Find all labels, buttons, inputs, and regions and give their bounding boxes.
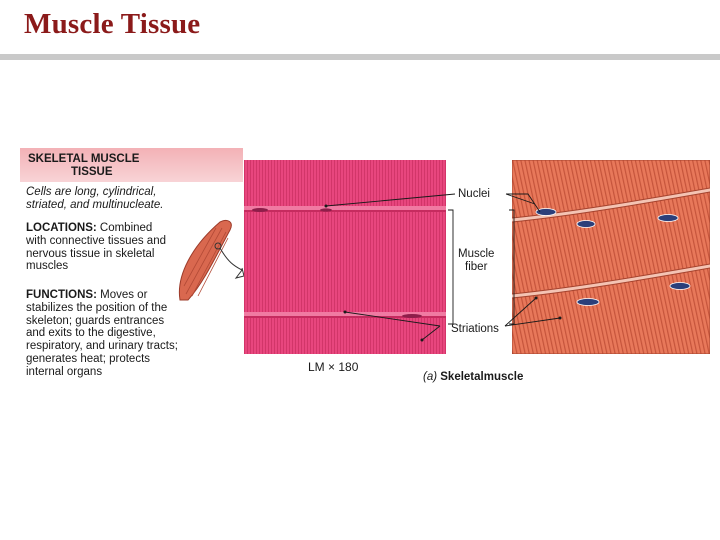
locations-label: LOCATIONS: — [26, 222, 97, 234]
panel-header-text: SKELETAL MUSCLE TISSUE — [28, 153, 139, 179]
skeletal-muscle-figure: SKELETAL MUSCLE TISSUE Cells are long, c… — [20, 148, 710, 410]
label-striations: Striations — [451, 323, 499, 335]
header-line-1: SKELETAL MUSCLE — [28, 153, 140, 165]
functions-text: FUNCTIONS: Moves or stabilizes the posit… — [26, 289, 181, 379]
whole-muscle-illustration — [178, 219, 244, 301]
light-micrograph — [244, 160, 446, 354]
label-nuclei: Nuclei — [458, 188, 490, 200]
part-name: Skeletalmuscle — [437, 371, 524, 383]
label-muscle-fiber-line2: fiber — [465, 261, 488, 273]
label-muscle-fiber-line1: Muscle — [458, 248, 495, 260]
part-letter: (a) — [423, 371, 438, 383]
title-divider — [0, 54, 720, 60]
label-muscle-fiber: Muscle fiber — [458, 248, 494, 274]
cell-description: Cells are long, cylindrical, striated, a… — [26, 186, 164, 211]
part-caption: (a) Skeletalmuscle — [423, 371, 523, 383]
magnification-caption: LM × 180 — [308, 360, 359, 374]
panel-header: SKELETAL MUSCLE TISSUE — [20, 148, 243, 182]
functions-body: Moves or stabilizes the position of the … — [26, 289, 178, 378]
muscle-fiber-illustration — [512, 160, 710, 354]
leader-lines — [324, 193, 562, 342]
locations-text: LOCATIONS: Combined with connective tiss… — [26, 222, 166, 273]
locations-body: Combined with connective tissues and ner… — [26, 222, 166, 273]
functions-label: FUNCTIONS: — [26, 289, 97, 301]
slide-title: Muscle Tissue — [24, 8, 201, 40]
header-line-2: TISSUE — [71, 166, 113, 178]
